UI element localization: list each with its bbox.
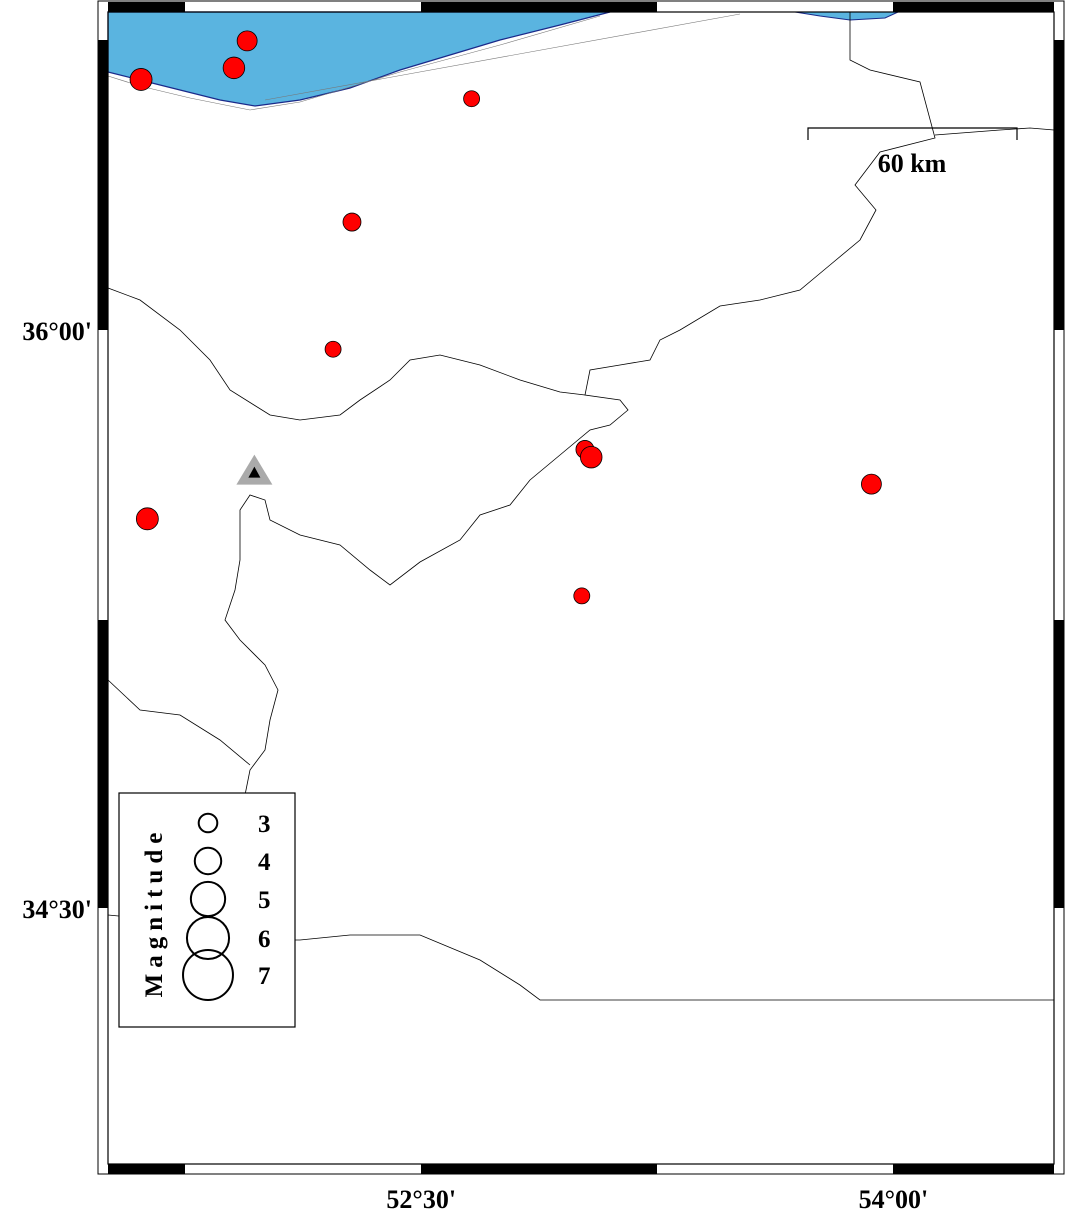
legend-label: 6 bbox=[258, 926, 271, 953]
earthquake-event[interactable] bbox=[861, 473, 882, 495]
legend-circle-icon bbox=[197, 812, 219, 834]
earthquake-event[interactable] bbox=[324, 340, 342, 358]
legend-label: 5 bbox=[258, 887, 271, 914]
earthquake-event[interactable] bbox=[222, 56, 246, 80]
legend-circle-icon bbox=[185, 915, 231, 961]
x-tick-label: 54°00' bbox=[859, 1185, 929, 1213]
triangle-station-icon[interactable] bbox=[248, 466, 261, 478]
scale-bar: 60 km bbox=[807, 127, 1018, 178]
legend-title: Magnitude bbox=[141, 827, 168, 998]
earthquake-event[interactable] bbox=[342, 212, 362, 232]
province-border bbox=[224, 12, 936, 796]
scale-bar-label: 60 km bbox=[878, 149, 947, 178]
earthquake-event[interactable] bbox=[129, 68, 153, 91]
legend-label: 3 bbox=[258, 811, 271, 838]
caspian-sea-east bbox=[794, 11, 899, 21]
earthquake-event[interactable] bbox=[573, 587, 591, 605]
legend-label: 7 bbox=[258, 963, 271, 990]
legend-circle-icon bbox=[193, 846, 223, 876]
y-tick-label: 36°00' bbox=[22, 317, 92, 346]
earthquake-event[interactable] bbox=[463, 90, 481, 108]
province-border bbox=[934, 127, 1055, 136]
earthquake-event[interactable] bbox=[135, 507, 159, 531]
legend-label: 4 bbox=[258, 849, 271, 876]
caspian-sea bbox=[107, 11, 611, 107]
legend-circle-icon bbox=[182, 949, 234, 1001]
magnitude-legend: Magnitude 3 4 5 6 7 bbox=[118, 792, 296, 1028]
province-border bbox=[107, 287, 586, 421]
province-border bbox=[107, 679, 251, 766]
x-tick-label: 52°30' bbox=[386, 1185, 456, 1213]
map-frame bbox=[97, 0, 1065, 1175]
y-tick-label: 34°30' bbox=[22, 895, 92, 924]
earthquake-event[interactable] bbox=[580, 445, 603, 469]
earthquake-event[interactable] bbox=[236, 30, 258, 52]
